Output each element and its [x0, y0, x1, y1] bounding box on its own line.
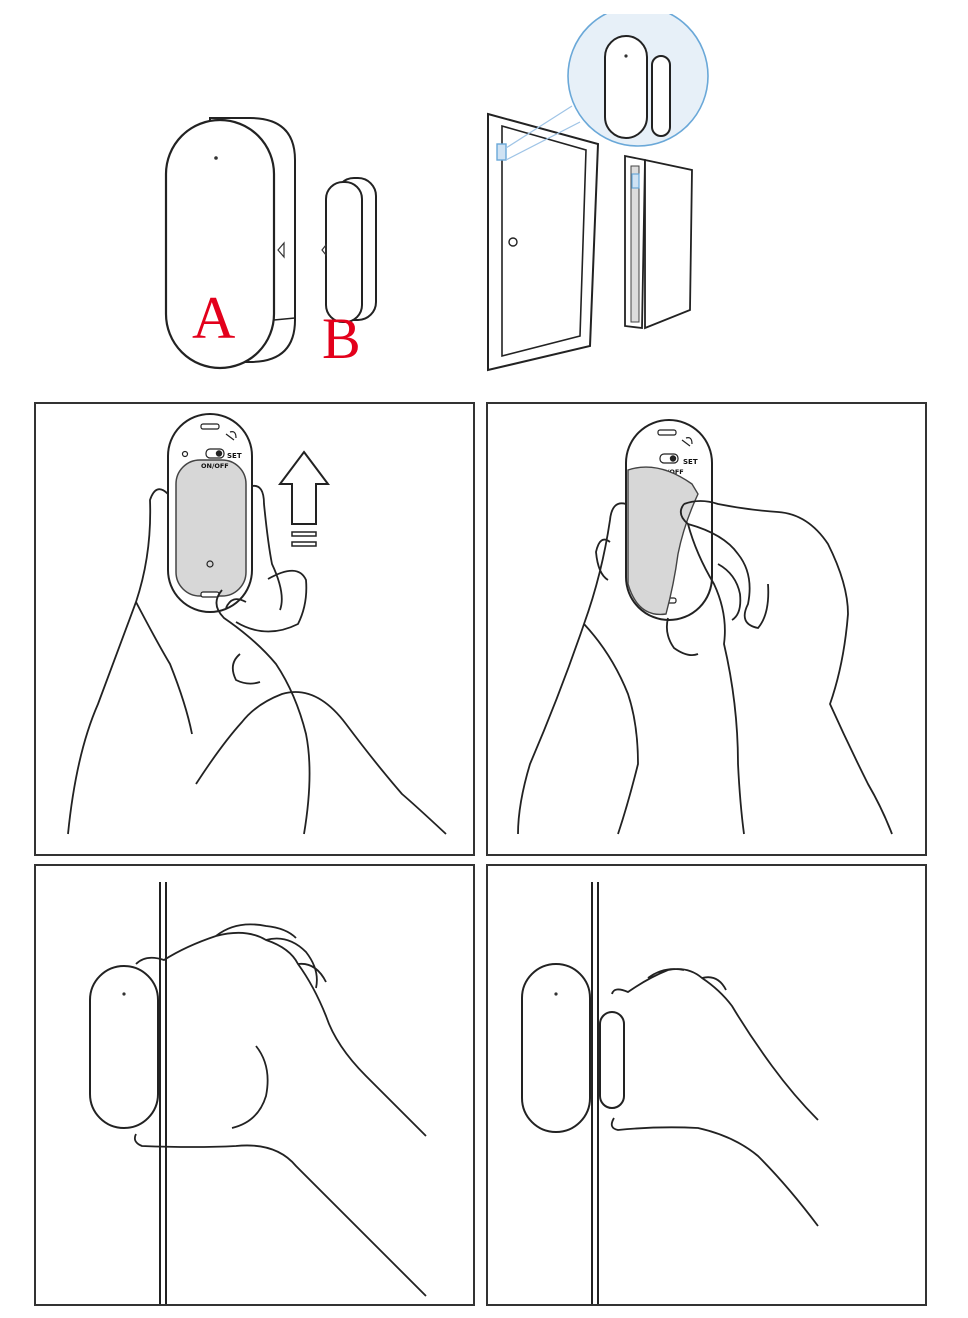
- door-knob: [508, 237, 518, 247]
- hand: [610, 968, 819, 1227]
- step-panel-mount-sensor: [34, 864, 475, 1306]
- zoom-sensor: [604, 35, 648, 139]
- up-arrow-icon: [278, 450, 330, 525]
- right-hand: [215, 589, 311, 835]
- magnet-label-b: B: [322, 306, 361, 371]
- zoom-magnet: [651, 55, 671, 137]
- right-hand: [679, 500, 893, 835]
- step-panel-mount-magnet: [486, 864, 927, 1306]
- sensor-and-magnet-illustration: A B: [164, 117, 377, 371]
- peel-adhesive-illustration: SET ON/OFF: [517, 419, 893, 835]
- left-hand: [67, 484, 447, 835]
- set-label: SET: [227, 452, 242, 460]
- hand: [133, 923, 427, 1297]
- door-frame: [487, 112, 600, 372]
- door-sensor-marker: [496, 143, 507, 161]
- sensor-body-front: [164, 118, 276, 370]
- sensor-device: [89, 965, 159, 1129]
- window-sash: [644, 158, 693, 330]
- sensor-led-dot: [214, 156, 218, 160]
- switch-on-illustration: SET ON/OFF: [67, 413, 447, 835]
- set-label: SET: [683, 458, 698, 466]
- step-panel-switch-on: SET ON/OFF: [34, 402, 475, 856]
- sensor-label-a: A: [192, 285, 235, 351]
- mount-magnet-illustration: [521, 882, 819, 1304]
- switch-label: ON/OFF: [201, 462, 229, 470]
- sensor-device: [521, 963, 591, 1133]
- adhesive-film: [627, 466, 699, 616]
- step-panel-peel-adhesive: SET ON/OFF: [486, 402, 927, 856]
- magnet-device: [599, 1011, 625, 1109]
- battery-cover: [175, 459, 247, 597]
- installation-overview-illustration: [487, 14, 709, 372]
- magnet-body-front: [325, 181, 363, 323]
- left-hand: [517, 502, 699, 835]
- mount-sensor-illustration: [89, 882, 427, 1304]
